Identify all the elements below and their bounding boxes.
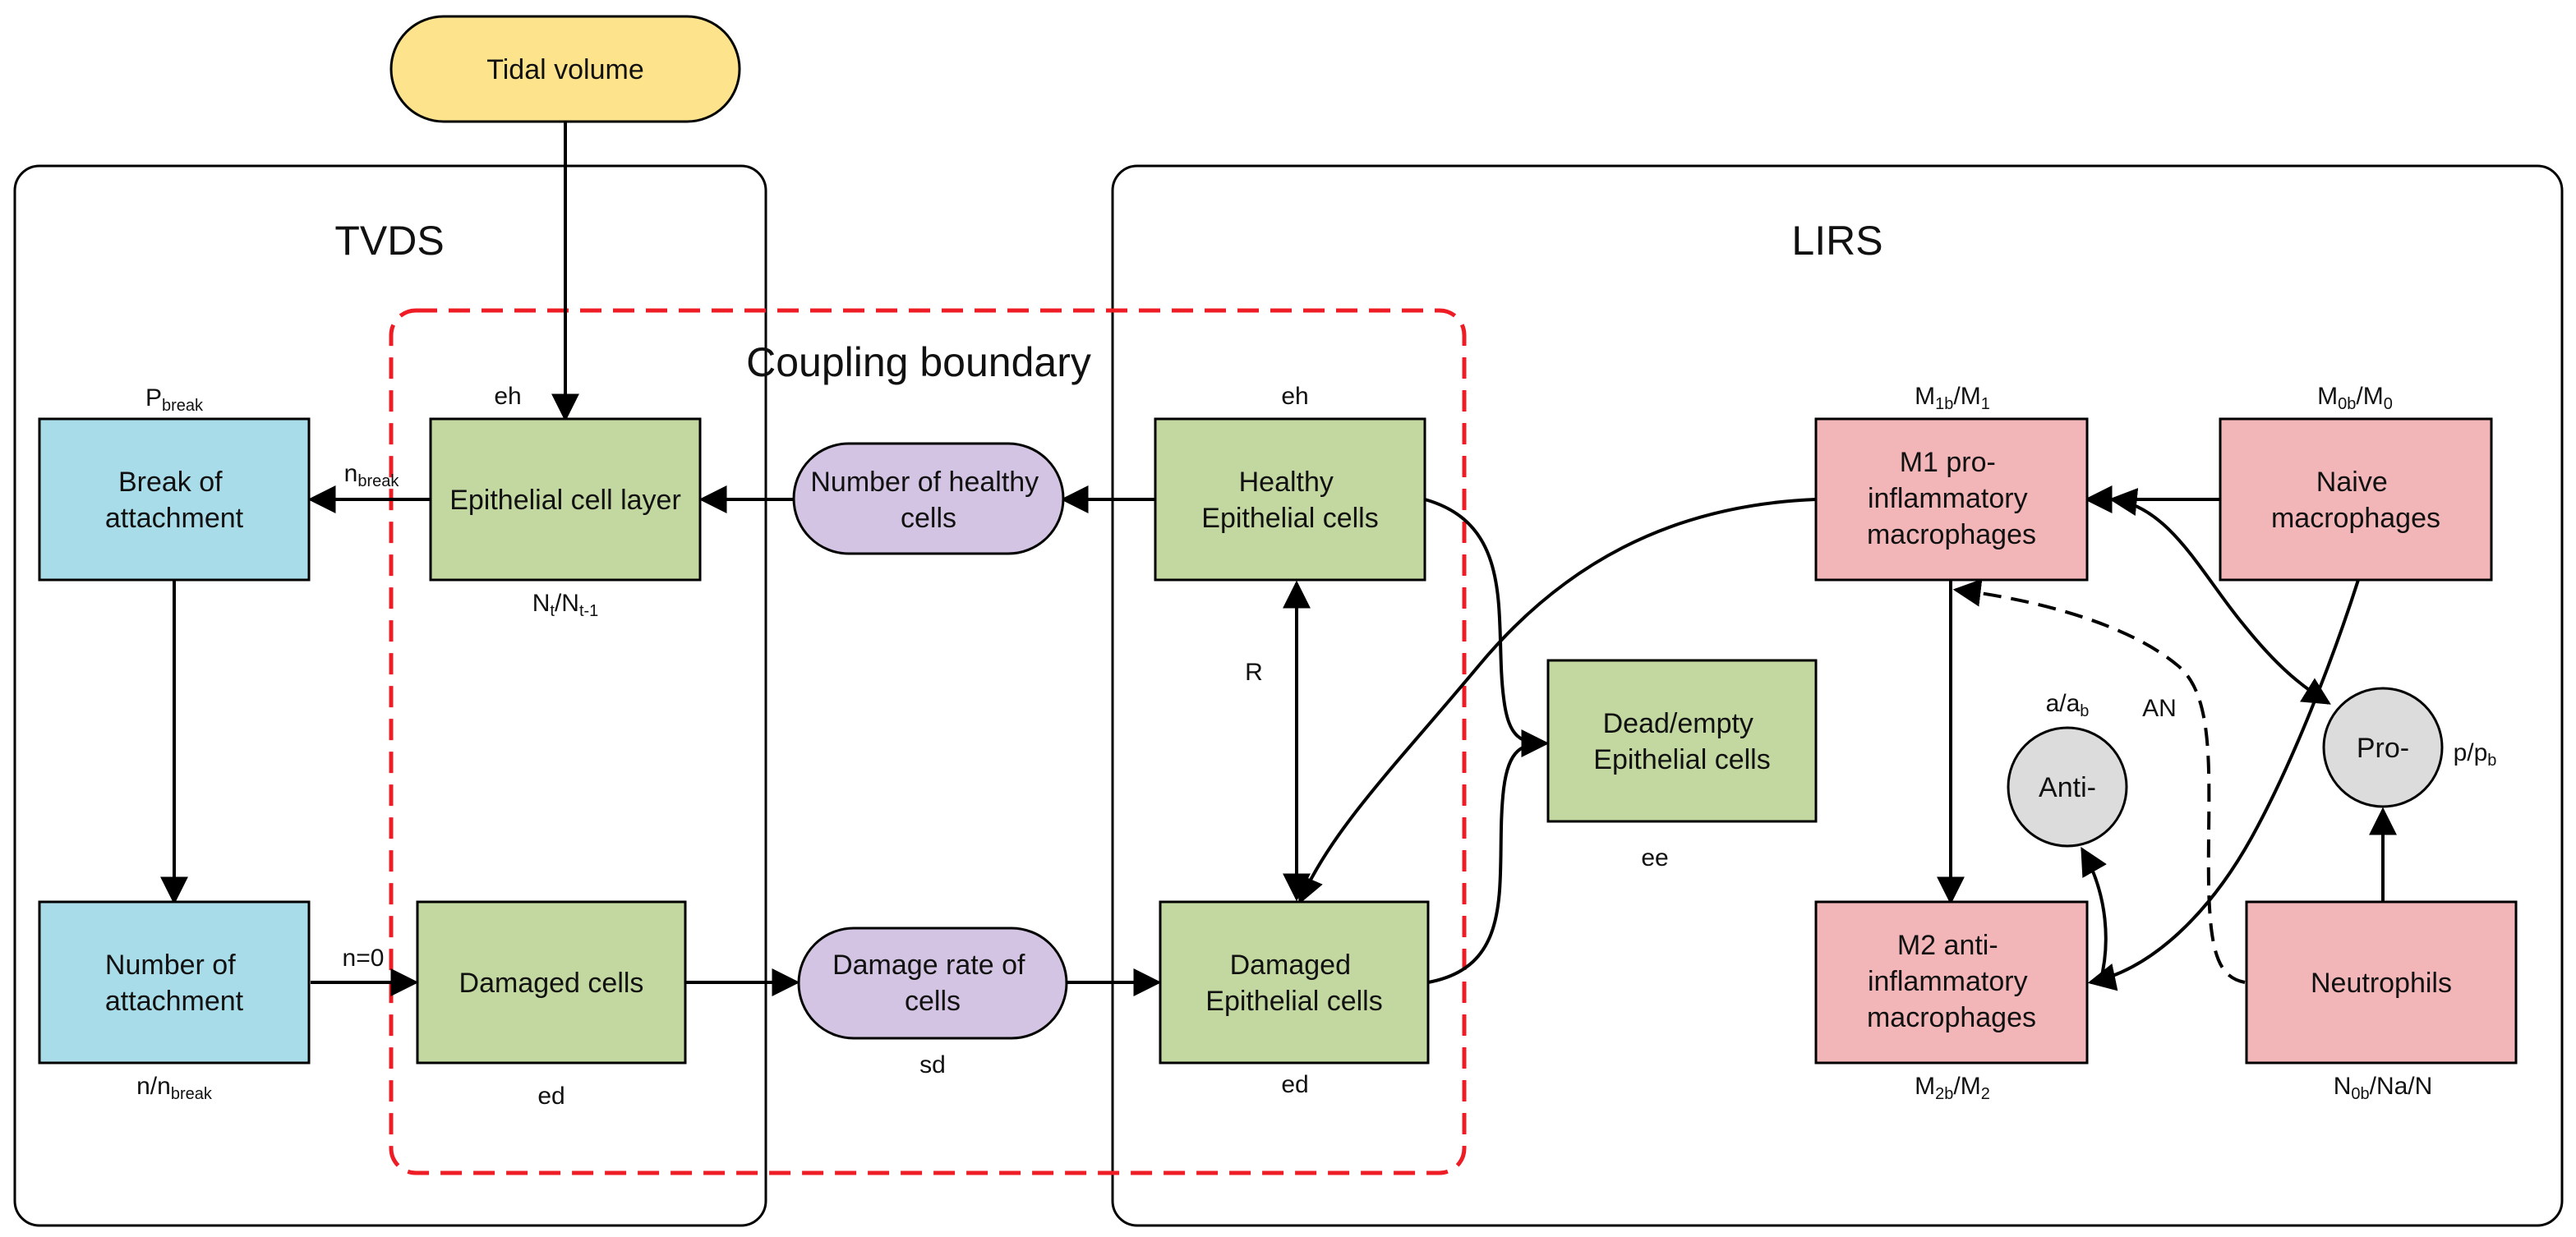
- anti-label: Anti-: [2039, 772, 2096, 803]
- lirs-title: LIRS: [1791, 218, 1882, 264]
- lirs-group: [1111, 164, 2564, 1227]
- ed-right-label: ed: [1281, 1071, 1308, 1098]
- m2-macrophages-node: [1814, 900, 2089, 1065]
- epithelial-cell-layer-node: [429, 417, 702, 582]
- m2b-label: M2b/M2: [1915, 1073, 1990, 1103]
- a-ab-label: a/ab: [2046, 690, 2090, 720]
- number-of-healthy-cells-node: [792, 442, 1065, 555]
- damaged-cells-node: [416, 900, 687, 1065]
- damage-rate-node: [797, 927, 1068, 1040]
- m1b-label: M1b/M1: [1915, 383, 1990, 413]
- tvds-group: [13, 164, 767, 1227]
- p-break-label: Pbreak: [145, 384, 204, 415]
- naive-macrophages-label: Naive macrophages: [2271, 467, 2440, 534]
- damaged-cells-label: Damaged cells: [459, 968, 644, 999]
- coupling-boundary-label: Coupling boundary: [746, 339, 1091, 385]
- m0b-label: M0b/M0: [2317, 383, 2393, 413]
- edge-neutrophils-to-m1-dashed: [1952, 578, 2246, 984]
- edge-damaged-to-dead: [1427, 742, 1547, 984]
- tidal-volume-label: Tidal volume: [486, 54, 643, 85]
- number-of-healthy-cells-label: Number of healthy cells: [810, 467, 1046, 534]
- edge-m1-to-damaged: [1297, 498, 1817, 905]
- healthy-epithelial-label: Healthy Epithelial cells: [1201, 467, 1378, 534]
- neutrophils-label: Neutrophils: [2311, 968, 2452, 999]
- damaged-epithelial-label: Damaged Epithelial cells: [1205, 950, 1382, 1017]
- damaged-epithelial-node: [1159, 900, 1430, 1065]
- naive-macrophages-node: [2219, 417, 2493, 582]
- edge-healthy-to-dead: [1424, 498, 1550, 757]
- p-pb-label: p/pb: [2454, 739, 2497, 770]
- number-of-attachment-label: Number of attachment: [105, 950, 244, 1017]
- anti-node: [2007, 726, 2128, 848]
- m2-macrophages-label: M2 anti- inflammatory macrophages: [1867, 930, 2036, 1033]
- n0b-label: N0b/Na/N: [2334, 1073, 2433, 1103]
- n-break-label: nbreak: [344, 460, 400, 490]
- eh-left-label: eh: [494, 383, 521, 410]
- r-label: R: [1245, 659, 1263, 686]
- epithelial-cell-layer-label: Epithelial cell layer: [449, 485, 681, 516]
- ed-left-label: ed: [537, 1083, 565, 1110]
- sd-label: sd: [919, 1051, 946, 1078]
- an-label: AN: [2142, 695, 2177, 722]
- nt-label: Nt/Nt-1: [532, 590, 599, 620]
- coupling-boundary: [389, 308, 1467, 1175]
- tvds-title: TVDS: [334, 218, 444, 264]
- n-eq-0-label: n=0: [343, 945, 385, 972]
- break-of-attachment-label: Break of attachment: [105, 467, 244, 534]
- healthy-epithelial-node: [1154, 417, 1426, 582]
- break-of-attachment-node: [38, 417, 311, 582]
- number-of-attachment-node: [38, 900, 311, 1065]
- pro-label: Pro-: [2357, 733, 2409, 764]
- damage-rate-label: Damage rate of cells: [832, 950, 1033, 1017]
- edge-m2-to-anti: [2081, 847, 2108, 983]
- dead-empty-epithelial-node: [1546, 659, 1818, 823]
- edge-m1-pro: [2108, 488, 2331, 705]
- n-over-nbreak-label: n/nbreak: [136, 1073, 213, 1103]
- edge-naive-to-m2: [2087, 579, 2360, 991]
- m1-macrophages-label: M1 pro- inflammatory macrophages: [1867, 447, 2036, 550]
- dead-empty-epithelial-label: Dead/empty Epithelial cells: [1593, 708, 1770, 775]
- neutrophils-node: [2245, 900, 2518, 1065]
- eh-right-label: eh: [1281, 383, 1308, 410]
- ee-label: ee: [1641, 844, 1668, 871]
- m1-macrophages-node: [1814, 417, 2089, 582]
- pro-node: [2322, 687, 2444, 808]
- edges: [160, 122, 2397, 996]
